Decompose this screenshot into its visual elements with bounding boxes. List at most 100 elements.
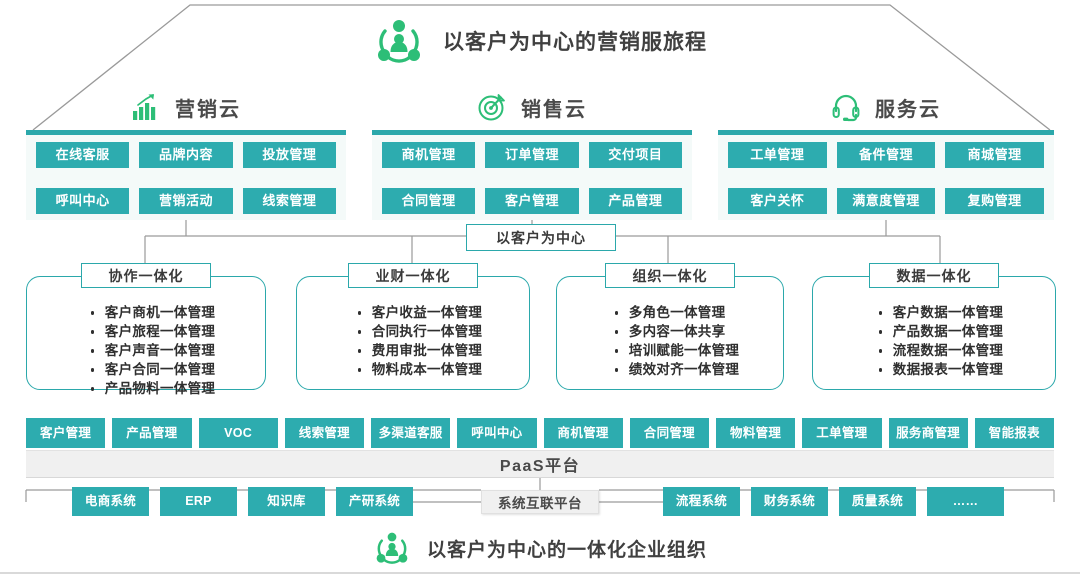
bar-chart-growth-icon xyxy=(133,94,156,120)
customer-center-icon xyxy=(378,20,420,63)
paas-tag[interactable]: 多渠道客服 xyxy=(371,418,451,448)
cloud-header-marketing: 营销云 xyxy=(26,84,346,130)
list-item: 培训赋能一体管理 xyxy=(614,341,739,360)
card-item-list: 客户收益一体管理 合同执行一体管理 费用审批一体管理 物料成本一体管理 xyxy=(344,303,482,379)
tag-button[interactable]: 交付项目 xyxy=(588,142,682,168)
tag-button[interactable]: 备件管理 xyxy=(836,142,936,168)
paas-tag[interactable]: 产品管理 xyxy=(112,418,192,448)
card-item-list: 多角色一体管理 多内容一体共享 培训赋能一体管理 绩效对齐一体管理 xyxy=(601,303,739,379)
tag-row: 商机管理 订单管理 交付项目 xyxy=(382,142,682,168)
list-item: 多内容一体共享 xyxy=(614,322,739,341)
list-item: 流程数据一体管理 xyxy=(878,341,1003,360)
paas-tag[interactable]: 客户管理 xyxy=(26,418,106,448)
cloud-rule-marketing xyxy=(26,130,346,135)
tag-row: 在线客服 品牌内容 投放管理 xyxy=(36,142,336,168)
card-title: 数据一体化 xyxy=(869,263,999,288)
target-dart-icon xyxy=(478,94,505,121)
paas-tag[interactable]: 服务商管理 xyxy=(888,418,968,448)
paas-capability-tags: 客户管理 产品管理 VOC 线索管理 多渠道客服 呼叫中心 商机管理 合同管理 … xyxy=(26,418,1054,448)
paas-platform-label: PaaS平台 xyxy=(499,458,581,475)
paas-tag[interactable]: 商机管理 xyxy=(543,418,623,448)
list-item: 费用审批一体管理 xyxy=(357,341,482,360)
card-title: 协作一体化 xyxy=(81,263,211,288)
system-tag[interactable]: 质量系统 xyxy=(839,487,916,516)
tag-button[interactable]: 产品管理 xyxy=(588,188,682,214)
system-interconnect-platform: 系统互联平台 xyxy=(481,490,599,514)
list-item: 客户合同一体管理 xyxy=(90,360,215,379)
tag-button[interactable]: 品牌内容 xyxy=(139,142,233,168)
footer-banner: 以客户为中心的一体化企业组织 xyxy=(0,527,1080,569)
system-tag[interactable]: …… xyxy=(927,487,1004,516)
integration-card-collaboration: 协作一体化 客户商机一体管理 客户旅程一体管理 客户声音一体管理 客户合同一体管… xyxy=(26,263,266,396)
tag-button[interactable]: 商城管理 xyxy=(945,142,1045,168)
headset-icon xyxy=(832,94,860,122)
system-tag[interactable]: 流程系统 xyxy=(663,487,740,516)
paas-tag[interactable]: 智能报表 xyxy=(974,418,1054,448)
paas-tag[interactable]: 工单管理 xyxy=(802,418,882,448)
cloud-rule-service xyxy=(718,130,1054,135)
tag-button[interactable]: 在线客服 xyxy=(36,142,130,168)
tag-button[interactable]: 订单管理 xyxy=(485,142,579,168)
tag-button[interactable]: 投放管理 xyxy=(242,142,336,168)
cloud-header-service: 服务云 xyxy=(718,84,1054,130)
list-item: 合同执行一体管理 xyxy=(357,322,482,341)
list-item: 产品物料一体管理 xyxy=(90,379,215,398)
tag-row: 客户关怀 满意度管理 复购管理 xyxy=(728,188,1045,214)
list-item: 客户商机一体管理 xyxy=(90,303,215,322)
tag-row: 合同管理 客户管理 产品管理 xyxy=(382,188,682,214)
paas-tag[interactable]: VOC xyxy=(198,418,278,448)
integration-card-finance: 业财一体化 客户收益一体管理 合同执行一体管理 费用审批一体管理 物料成本一体管… xyxy=(296,263,530,390)
paas-tag[interactable]: 线索管理 xyxy=(284,418,364,448)
tag-button[interactable]: 复购管理 xyxy=(945,188,1045,214)
paas-tag[interactable]: 呼叫中心 xyxy=(457,418,537,448)
list-item: 客户旅程一体管理 xyxy=(90,322,215,341)
paas-tag[interactable]: 合同管理 xyxy=(629,418,709,448)
cloud-column-sales: 商机管理 订单管理 交付项目 合同管理 客户管理 产品管理 xyxy=(372,130,692,220)
integration-card-organization: 组织一体化 多角色一体管理 多内容一体共享 培训赋能一体管理 绩效对齐一体管理 xyxy=(556,263,784,390)
system-tag[interactable]: 电商系统 xyxy=(72,487,149,516)
integration-card-data: 数据一体化 客户数据一体管理 产品数据一体管理 流程数据一体管理 数据报表一体管… xyxy=(812,263,1056,390)
tag-button[interactable]: 客户管理 xyxy=(485,188,579,214)
tag-row: 呼叫中心 营销活动 线索管理 xyxy=(36,188,336,214)
system-tag[interactable]: 产研系统 xyxy=(336,487,413,516)
card-title: 业财一体化 xyxy=(348,263,478,288)
list-item: 客户声音一体管理 xyxy=(90,341,215,360)
list-item: 物料成本一体管理 xyxy=(357,360,482,379)
system-tag[interactable]: ERP xyxy=(160,487,237,516)
page-title: 以客户为中心的营销服旅程 xyxy=(443,31,707,54)
cloud-column-marketing: 在线客服 品牌内容 投放管理 呼叫中心 营销活动 线索管理 xyxy=(26,130,346,220)
cloud-column-service: 工单管理 备件管理 商城管理 客户关怀 满意度管理 复购管理 xyxy=(718,130,1054,220)
footer-divider xyxy=(0,572,1080,574)
tag-button[interactable]: 线索管理 xyxy=(242,188,336,214)
cloud-label-sales: 销售云 xyxy=(521,98,587,121)
list-item: 绩效对齐一体管理 xyxy=(614,360,739,379)
list-item: 客户数据一体管理 xyxy=(878,303,1003,322)
system-tag[interactable]: 财务系统 xyxy=(751,487,828,516)
header-banner: 以客户为中心的营销服旅程 xyxy=(0,8,1080,74)
list-item: 数据报表一体管理 xyxy=(878,360,1003,379)
cloud-headers: 营销云 销售云 服务云 xyxy=(0,84,1080,130)
center-label: 以客户为中心 xyxy=(466,224,616,251)
list-item: 多角色一体管理 xyxy=(614,303,739,322)
tag-row: 工单管理 备件管理 商城管理 xyxy=(728,142,1045,168)
tag-button[interactable]: 工单管理 xyxy=(728,142,827,168)
tag-button[interactable]: 呼叫中心 xyxy=(36,188,130,214)
tag-button[interactable]: 合同管理 xyxy=(382,188,476,214)
tag-button[interactable]: 营销活动 xyxy=(139,188,233,214)
customer-center-icon xyxy=(376,532,408,564)
tag-button[interactable]: 满意度管理 xyxy=(836,188,936,214)
paas-platform-bar: PaaS平台 xyxy=(26,450,1054,478)
paas-tag[interactable]: 物料管理 xyxy=(716,418,796,448)
card-title: 组织一体化 xyxy=(605,263,735,288)
left-system-tags: 电商系统 ERP 知识库 产研系统 xyxy=(72,487,413,516)
tag-button[interactable]: 客户关怀 xyxy=(728,188,827,214)
cloud-header-sales: 销售云 xyxy=(372,84,692,130)
right-system-tags: 流程系统 财务系统 质量系统 …… xyxy=(663,487,1004,516)
cloud-label-marketing: 营销云 xyxy=(175,98,241,121)
list-item: 客户收益一体管理 xyxy=(357,303,482,322)
system-tag[interactable]: 知识库 xyxy=(248,487,325,516)
tag-button[interactable]: 商机管理 xyxy=(382,142,476,168)
cloud-rule-sales xyxy=(372,130,692,135)
cloud-label-service: 服务云 xyxy=(875,98,941,121)
